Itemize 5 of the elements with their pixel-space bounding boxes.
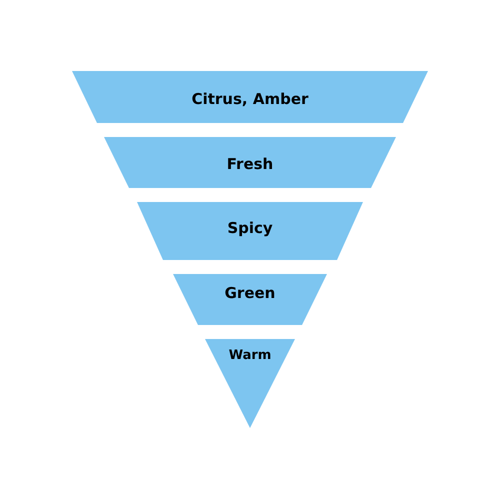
segment-label: Spicy <box>227 220 273 236</box>
segment-label: Warm <box>228 348 272 362</box>
segment-label: Fresh <box>226 156 274 172</box>
segment-label: Green <box>224 286 276 301</box>
segment-label: Citrus, Amber <box>192 92 308 107</box>
